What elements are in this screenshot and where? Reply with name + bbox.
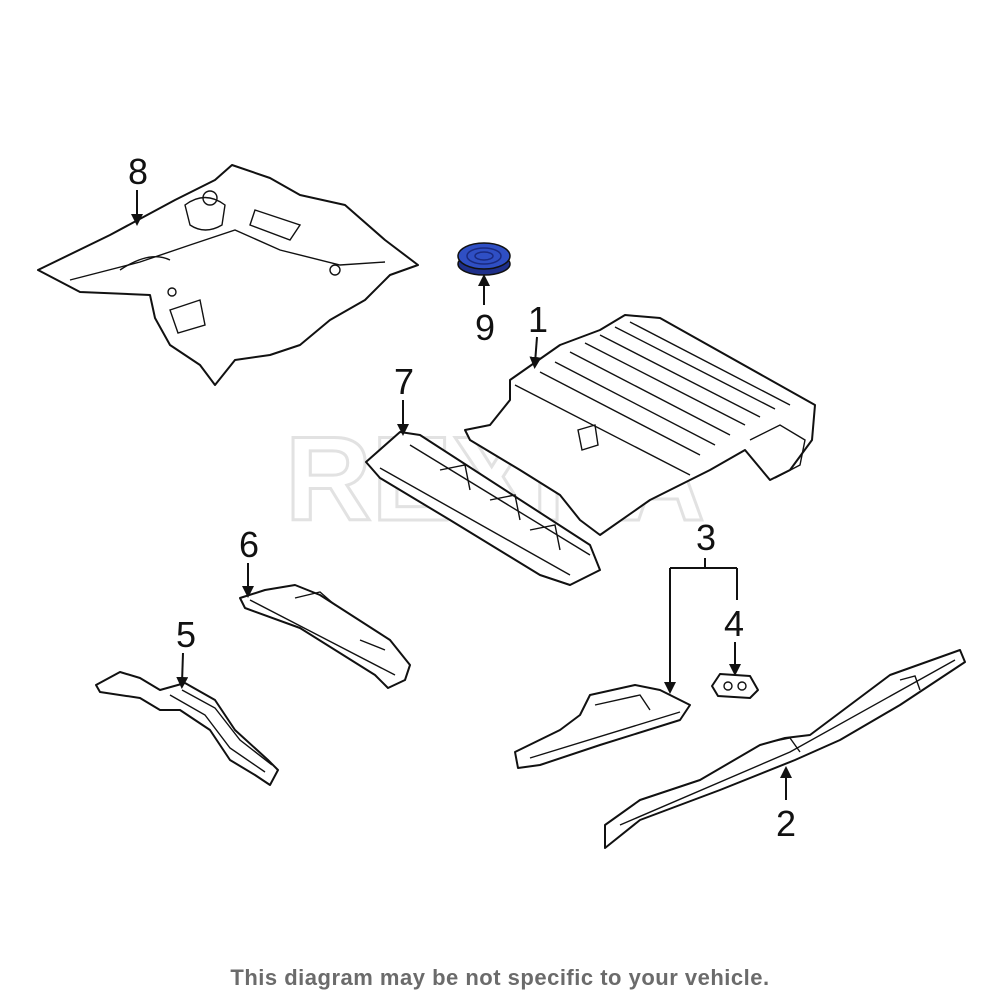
- callout-3: 3: [696, 517, 716, 558]
- part-6-bracket: [239, 584, 411, 689]
- callout-2: 2: [776, 803, 796, 844]
- part-3-panel: [514, 684, 691, 769]
- disclaimer-text: This diagram may be not specific to your…: [230, 965, 770, 990]
- part-2-rocker: [604, 649, 966, 849]
- callout-8: 8: [128, 151, 148, 192]
- callout-6: 6: [239, 524, 259, 565]
- part-5-rail: [95, 671, 279, 786]
- callout-1: 1: [528, 299, 548, 340]
- part-1-floor-pan: [464, 314, 816, 536]
- part-9-grommet: [457, 242, 511, 276]
- callout-7: 7: [394, 361, 414, 402]
- callout-9: 9: [475, 307, 495, 348]
- part-4-clip: [711, 673, 759, 699]
- leader-lines: [131, 190, 792, 800]
- part-8-floor-pan: [37, 164, 419, 386]
- callout-5: 5: [176, 614, 196, 655]
- callout-4: 4: [724, 603, 744, 644]
- part-7-crossmember: [365, 431, 601, 586]
